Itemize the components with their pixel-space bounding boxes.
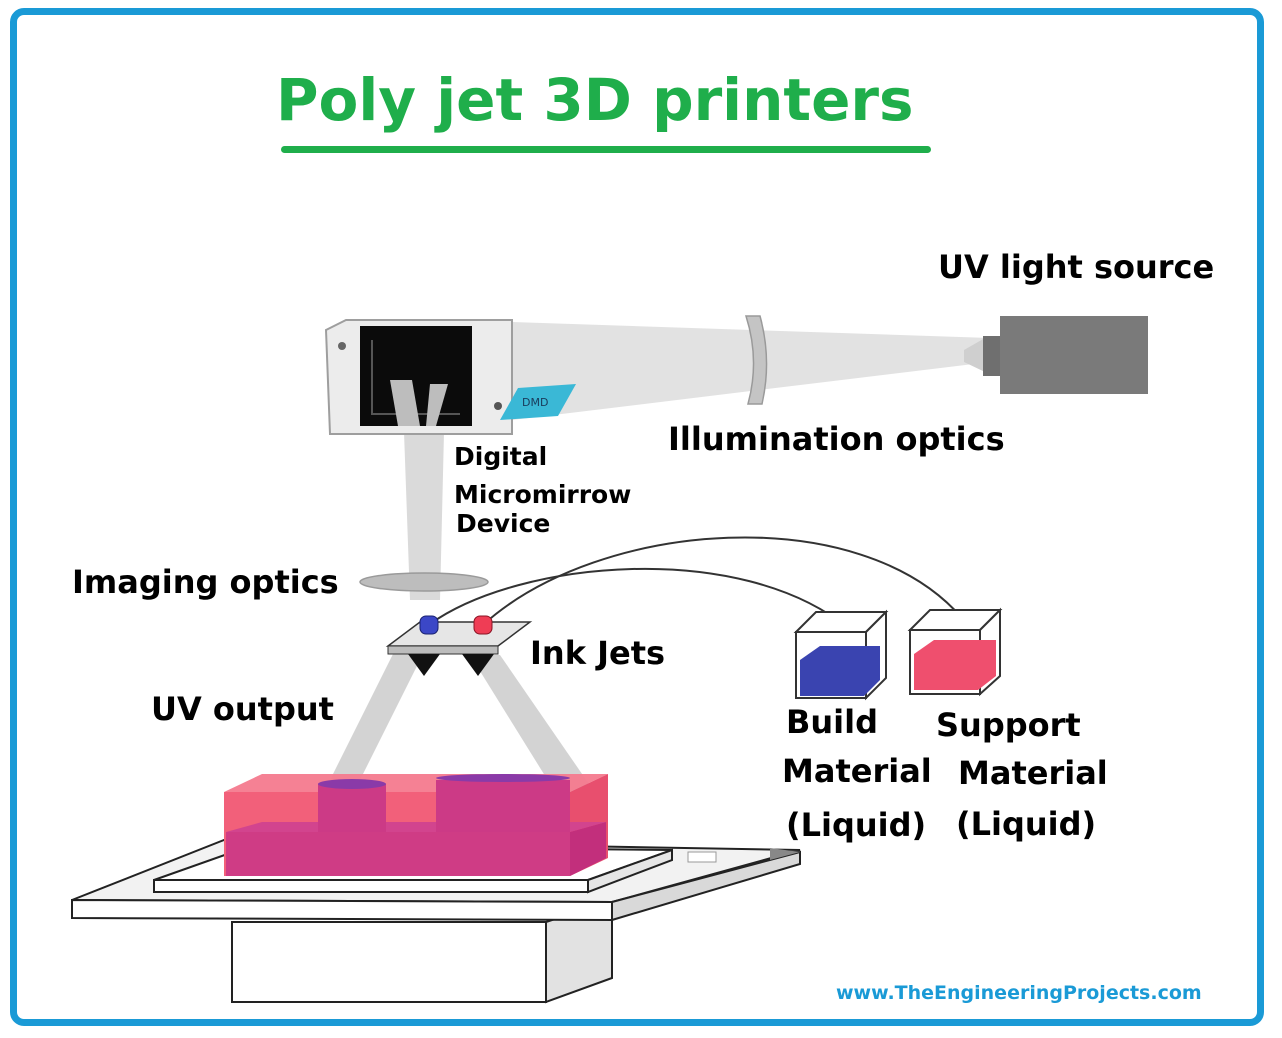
label-dmd-line1: Digital (454, 442, 548, 471)
page-title: Poly jet 3D printers (276, 66, 914, 134)
uv-light-source-icon (964, 316, 1148, 394)
label-support-line2: Material (958, 754, 1108, 792)
printed-part-icon (224, 774, 608, 876)
label-illumination-optics: Illumination optics (668, 420, 1005, 458)
imaging-beam (404, 432, 444, 600)
label-imaging-optics: Imaging optics (72, 563, 339, 601)
label-dmd-line2: Micromirrow (454, 480, 632, 509)
build-feed-tube (429, 567, 849, 629)
label-build-line1: Build (786, 703, 879, 741)
title-underline (281, 146, 931, 153)
build-material-container-icon (793, 609, 889, 701)
dmd-chip-icon (500, 384, 576, 420)
support-material-container-icon (907, 607, 1003, 697)
illumination-beam (512, 322, 990, 420)
illumination-lens-icon (744, 315, 768, 405)
label-build-line3: (Liquid) (786, 806, 927, 844)
label-dmd-line3: Device (456, 509, 551, 538)
label-support-line3: (Liquid) (956, 805, 1097, 843)
outer-frame (10, 8, 1264, 1026)
label-support-line1: Support (936, 706, 1081, 744)
uv-output-cone-right (470, 655, 600, 800)
label-ink-jets: Ink Jets (530, 634, 666, 672)
label-uv-output: UV output (151, 690, 334, 728)
imaging-lens-icon (359, 572, 489, 592)
watermark-url: www.TheEngineeringProjects.com (836, 982, 1202, 1004)
support-feed-tube (483, 536, 963, 625)
dmd-chip-label: DMD (522, 396, 548, 409)
ink-jet-head-icon (385, 615, 533, 676)
dmd-housing-icon (324, 319, 513, 435)
uv-output-cone-left (325, 650, 425, 790)
label-build-line2: Material (782, 752, 932, 790)
label-uv-light-source: UV light source (938, 248, 1215, 286)
